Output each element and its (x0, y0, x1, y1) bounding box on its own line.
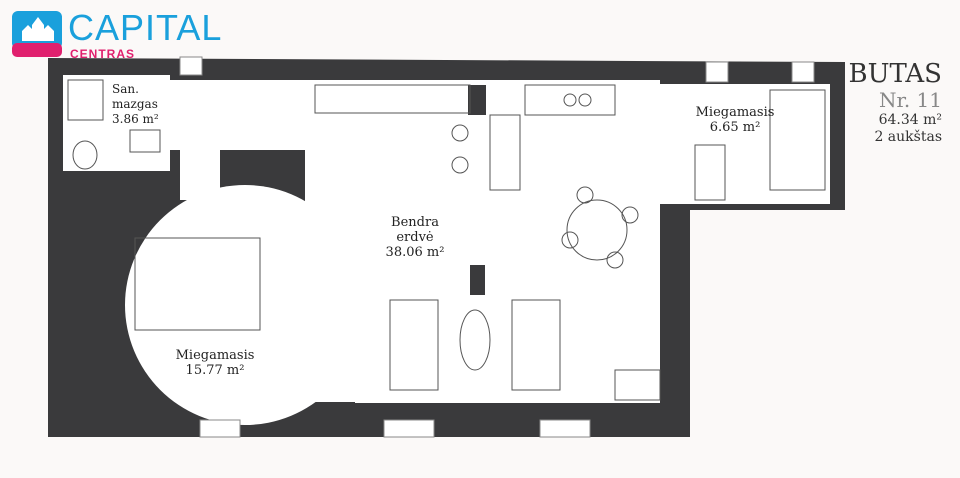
room-area: 6.65 m² (709, 120, 761, 135)
logo-icon (12, 11, 62, 57)
room-name: San. (112, 82, 139, 96)
room-area: 15.77 m² (185, 363, 245, 378)
apartment-info: BUTAS Nr. 11 64.34 m² 2 aukštas (848, 60, 942, 146)
furniture (67, 79, 826, 401)
room-name: Miegamasis (175, 348, 255, 363)
hallway-floor (170, 80, 310, 150)
room-area: 3.86 m² (112, 112, 159, 126)
logo-subtext: CENTRAS (70, 47, 136, 61)
room-area: 38.06 m² (385, 245, 445, 260)
apartment-heading: BUTAS (848, 59, 942, 89)
logo-text: CAPITAL (68, 7, 223, 48)
bedroom-door-gap (330, 250, 360, 300)
room-name: Bendra (391, 215, 439, 230)
room-label-large-bedroom: Miegamasis 15.77 m² (165, 348, 265, 378)
bathroom-floor (63, 75, 170, 171)
apartment-area: 64.34 m² (878, 112, 942, 128)
column (470, 265, 485, 295)
column (468, 85, 486, 115)
small-bedroom-floor (660, 84, 830, 204)
room-label-bathroom: San. mazgas 3.86 m² (112, 82, 159, 127)
windows (179, 56, 815, 438)
room-label-living: Bendra erdvė 38.06 m² (375, 215, 455, 260)
apartment-floor: 2 aukštas (874, 129, 942, 145)
room-name: Miegamasis (695, 105, 775, 120)
living-floor (305, 80, 660, 402)
round-bedroom-floor (125, 185, 365, 425)
apartment-number: Nr. 11 (878, 88, 942, 112)
room-name: mazgas (112, 97, 158, 111)
room-label-small-bedroom: Miegamasis 6.65 m² (685, 105, 785, 135)
living-floor-lower (355, 395, 660, 403)
room-name: erdvė (396, 230, 434, 245)
